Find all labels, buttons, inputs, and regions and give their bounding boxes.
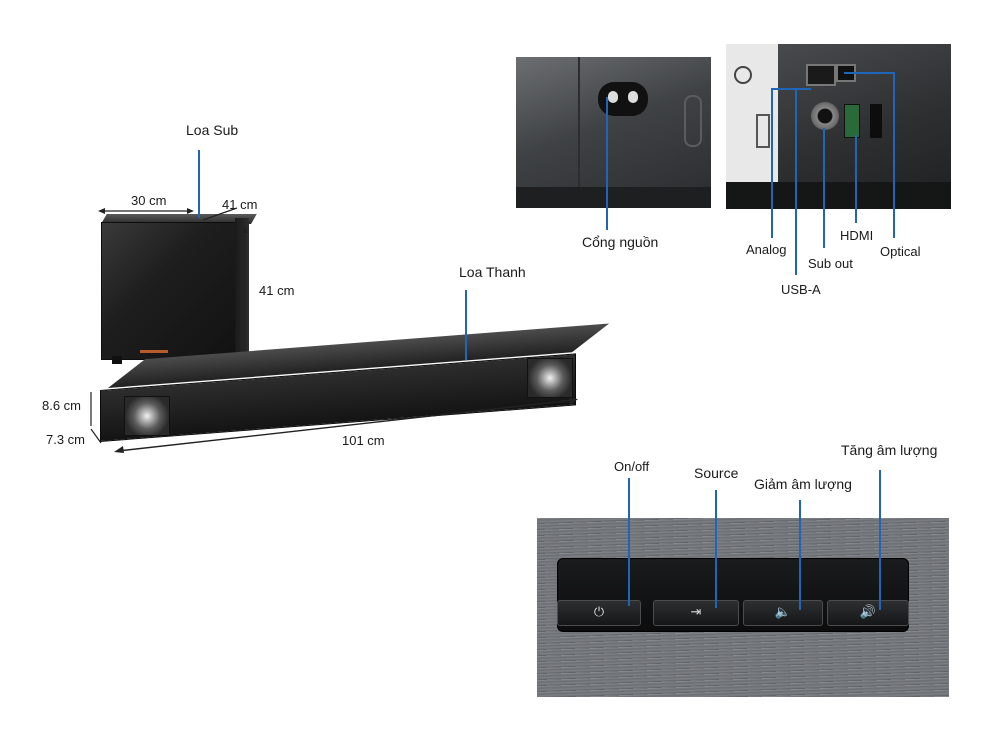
sub-out-callout-line: [823, 128, 825, 248]
volume-down-button[interactable]: 🔈: [743, 600, 823, 626]
on-off-label: On/off: [614, 459, 650, 474]
optical-callout-line: [893, 72, 895, 238]
bar-depth-label: 7.3 cm: [46, 432, 86, 447]
sub-width-arrow: [98, 208, 194, 214]
volume-down-icon: 🔈: [774, 605, 792, 620]
loa-sub-callout-line: [198, 150, 200, 218]
subwoofer: [101, 222, 237, 360]
on-off-callout-line: [628, 478, 630, 606]
sub-height-label: 41 cm: [259, 283, 295, 298]
analog-label: Analog: [746, 242, 787, 257]
source-button[interactable]: ⇥: [653, 600, 739, 626]
cong-nguon-label: Cổng nguồn: [582, 234, 659, 250]
usb-a-callout-line: [795, 90, 797, 275]
source-label: Source: [694, 465, 739, 481]
klipsch-logo-mark: [684, 95, 702, 147]
bar-length-label: 101 cm: [342, 433, 385, 448]
soundbar-left-tweeter: [124, 396, 170, 436]
source-callout-line: [715, 490, 717, 608]
subwoofer-logo: [140, 350, 168, 353]
sub-depth-label: 41 cm: [222, 197, 258, 212]
loa-thanh-callout-line: [465, 290, 467, 360]
tang-am-luong-label: Tăng âm lượng: [841, 442, 938, 458]
cong-nguon-callout-line: [606, 97, 608, 230]
hdmi-port: [844, 104, 860, 138]
bar-height-arrow: [90, 392, 92, 426]
usb-a-label: USB-A: [781, 282, 821, 297]
hdmi-label: HDMI: [840, 228, 874, 243]
sub-depth-arrow: [202, 207, 238, 221]
giam-am-luong-label: Giảm âm lượng: [754, 476, 852, 492]
tang-am-luong-callout-line: [879, 470, 881, 610]
sub-width-label: 30 cm: [131, 193, 167, 208]
sub-out-label: Sub out: [808, 256, 853, 271]
giam-am-luong-callout-line: [799, 500, 801, 610]
loa-sub-label: Loa Sub: [186, 122, 239, 138]
power-icon: ⏻: [593, 605, 605, 620]
source-input-icon: ⇥: [690, 605, 702, 620]
volume-up-icon: 🔊: [859, 605, 877, 620]
volume-up-button[interactable]: 🔊: [827, 600, 909, 626]
soundbar-right-tweeter: [527, 358, 573, 398]
bar-height-label: 8.6 cm: [42, 398, 82, 413]
hdmi-callout-line: [855, 135, 857, 223]
loa-thanh-label: Loa Thanh: [459, 264, 526, 280]
control-panel-photo: ⏻ ⇥ 🔈 🔊: [537, 518, 949, 697]
power-button[interactable]: ⏻: [557, 600, 641, 626]
sub-height-arrow: [242, 226, 248, 366]
subwoofer-foot: [112, 356, 122, 364]
optical-label: Optical: [880, 244, 921, 259]
bar-depth-arrow: [90, 428, 102, 444]
bar-length-arrow: [114, 398, 578, 453]
analog-callout-line: [771, 88, 773, 238]
ports-photo: [726, 44, 951, 209]
sub-out-port: [811, 102, 839, 130]
usb-a-port: [806, 64, 836, 86]
power-port-photo: [516, 57, 711, 208]
